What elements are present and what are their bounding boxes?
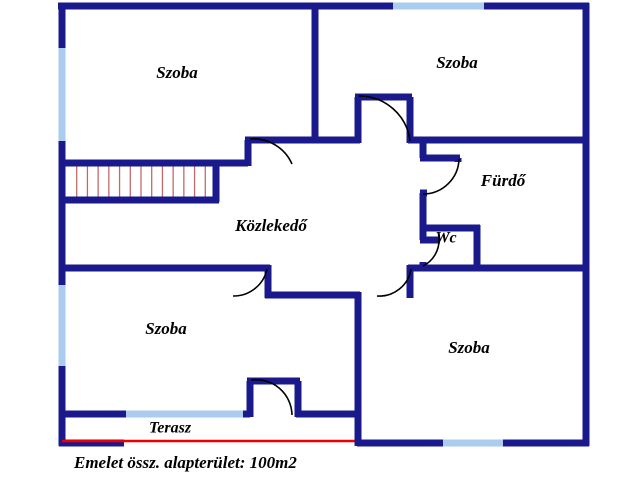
room-label-bottom-right: Szoba: [448, 338, 490, 357]
area-caption: Emelet össz. alapterület: 100m2: [73, 453, 297, 472]
room-label-wc: Wc: [435, 230, 456, 247]
windows-group: [58, 2, 503, 447]
door-bathroom-arc: [422, 158, 460, 195]
staircase-steps: [76, 165, 206, 198]
outer-walls: [58, 2, 590, 447]
interior-walls: [62, 6, 589, 446]
staircase: [62, 159, 220, 204]
door-bottom-right-room-arc: [376, 268, 412, 297]
door-wc-arc: [422, 238, 440, 267]
room-label-top-right: Szoba: [436, 53, 478, 72]
door-arcs-group: [232, 95, 460, 416]
door-top-left-room-arc: [249, 138, 293, 165]
door-bottom-left-room-arc: [232, 268, 268, 297]
door-terrace-arc: [250, 378, 293, 416]
room-label-bottom-left: Szoba: [145, 319, 187, 338]
room-label-bathroom: Fürdő: [480, 171, 527, 190]
room-labels: Szoba Szoba Közlekedő Fürdő Wc Szoba Szo…: [145, 53, 526, 437]
room-label-top-left: Szoba: [156, 63, 198, 82]
door-top-right-room-arc: [358, 95, 411, 142]
room-label-hallway: Közlekedő: [234, 216, 308, 235]
room-label-terrace: Terasz: [149, 420, 192, 437]
